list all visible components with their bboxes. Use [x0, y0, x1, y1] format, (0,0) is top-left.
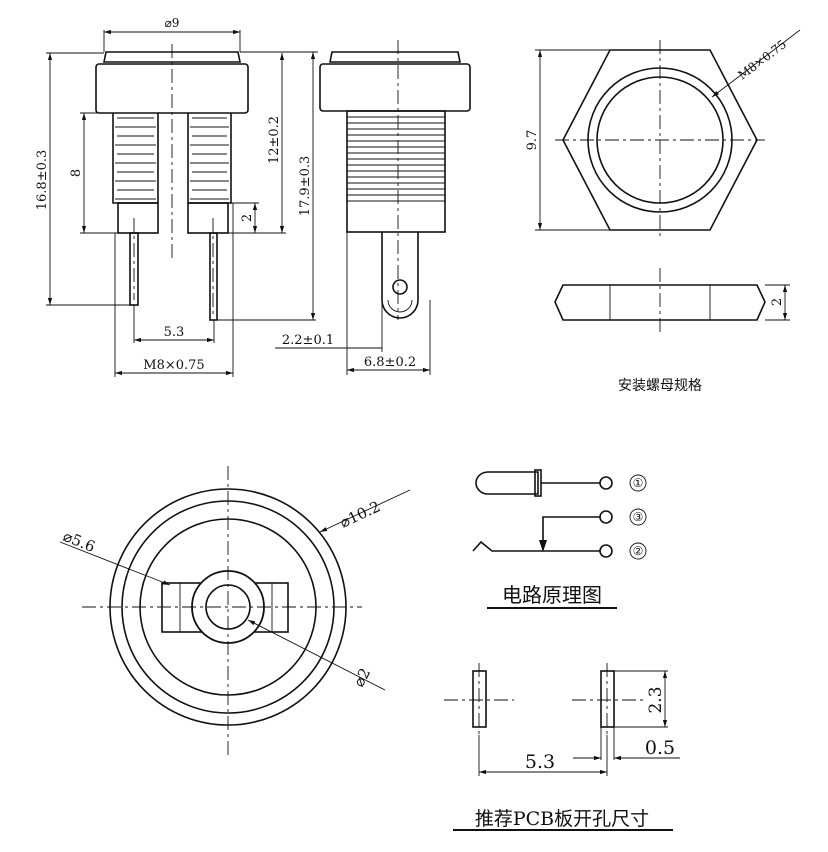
dim-pin-pitch: 5.3	[164, 325, 185, 340]
pin-label-2: ②	[633, 544, 644, 558]
dim-hole-width: 0.5	[645, 737, 675, 759]
dim-hole-pitch: 5.3	[525, 751, 555, 773]
dim-height-total: 16.8±0.3	[35, 150, 50, 211]
dim-pin-span: 6.8±0.2	[364, 355, 416, 370]
dim-overall: 17.9±0.3	[298, 156, 313, 217]
dim-pin-dia: ⌀2	[350, 665, 375, 690]
nut-view: 9.7 M8×0.75 2 安装螺母规格	[525, 29, 801, 394]
circuit-caption: 电路原理图	[502, 583, 602, 607]
pcb-holes: 2.3 5.3 0.5 推荐PCB板开孔尺寸	[444, 663, 680, 831]
bottom-view: ⌀10.2 ⌀5.6 ⌀2	[59, 466, 411, 755]
pin-label-3: ③	[633, 510, 644, 524]
front-view: ⌀9 16.8±0.3 8 12±0.2 17.9±0.3 2 5.3 M8×0…	[35, 16, 318, 377]
pin-label-1: ①	[633, 476, 644, 490]
circuit-diagram: ① ③ ② 电路原理图	[472, 469, 647, 609]
dim-inner-dia: ⌀5.6	[61, 527, 98, 556]
pcb-caption: 推荐PCB板开孔尺寸	[475, 808, 649, 830]
dim-thread: M8×0.75	[143, 358, 204, 373]
dim-thread-len: 8	[69, 169, 84, 177]
side-view: 2.2±0.1 6.8±0.2	[275, 40, 471, 375]
dim-hole-height: 2.3	[646, 686, 666, 713]
dim-nut-thread: M8×0.75	[735, 37, 789, 82]
dim-across-flats: 9.7	[525, 130, 540, 151]
dim-body-len: 12±0.2	[267, 116, 282, 164]
nut-caption: 安装螺母规格	[618, 378, 702, 394]
dim-outer-dia: ⌀10.2	[337, 497, 383, 531]
dim-pin-offset: 2.2±0.1	[282, 333, 334, 348]
dim-cap-dia: ⌀9	[165, 16, 180, 30]
dim-base-h: 2	[240, 214, 255, 222]
dim-nut-thickness: 2	[770, 298, 785, 306]
